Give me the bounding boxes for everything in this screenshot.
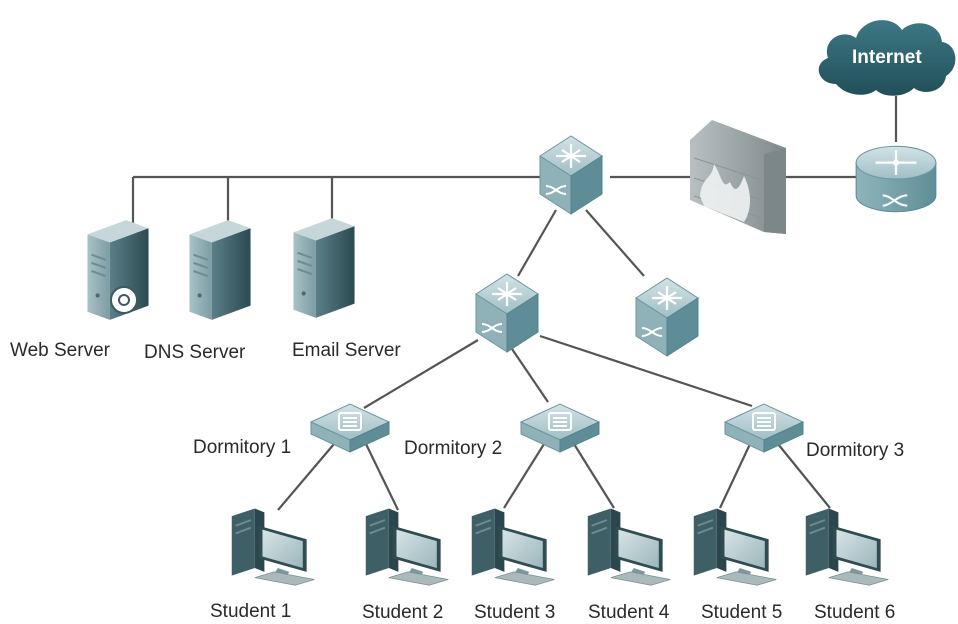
- cloud-icon: [818, 20, 956, 96]
- student-6-pc-icon: [804, 507, 890, 587]
- link-core-secondary: [585, 209, 645, 277]
- link-dorm1-student-2: [365, 443, 399, 511]
- student-1-pc-icon: [230, 507, 316, 587]
- student-2-label: Student 2: [362, 602, 444, 623]
- router-icon: [855, 145, 937, 213]
- firewall-icon: [690, 120, 786, 234]
- student-1-label: Student 1: [210, 601, 292, 622]
- link-agg-dormitory-1: [363, 339, 479, 409]
- student-5-pc-icon: [692, 507, 778, 587]
- web-server-label: Web Server: [10, 340, 110, 361]
- student-2-pc-icon: [364, 507, 450, 587]
- email-at-icon: [110, 286, 138, 314]
- student-3-label: Student 3: [474, 602, 556, 623]
- student-4-pc-icon: [586, 507, 672, 587]
- network-links: [131, 96, 898, 511]
- student-6-label: Student 6: [814, 602, 896, 623]
- student-5-label: Student 5: [701, 602, 783, 623]
- access-switch-dormitory-2-icon: [519, 402, 601, 454]
- link-core-aggregation: [517, 209, 557, 277]
- access-switch-dormitory-3-icon: [723, 402, 805, 454]
- aggregation-switch-icon: [474, 272, 540, 354]
- link-dorm2-student-3: [503, 443, 545, 509]
- link-agg-dormitory-3: [539, 334, 753, 408]
- link-dorm2-student-4: [573, 443, 615, 509]
- link-dorm1-student-1: [277, 443, 335, 511]
- secondary-switch-icon: [634, 276, 700, 358]
- link-agg-dormitory-2: [509, 345, 549, 403]
- dns-server-label: DNS Server: [144, 342, 246, 363]
- internet-label: Internet: [852, 47, 922, 68]
- student-4-label: Student 4: [588, 602, 670, 623]
- link-dorm3-student-6: [777, 443, 831, 509]
- link-dorm3-student-5: [719, 443, 751, 509]
- access-switch-dormitory-1-icon: [309, 402, 391, 454]
- dns-server-icon: [188, 219, 252, 321]
- core-switch-icon: [538, 134, 604, 216]
- student-3-pc-icon: [470, 507, 556, 587]
- dormitory-3-label: Dormitory 3: [806, 440, 905, 461]
- dormitory-1-label: Dormitory 1: [193, 437, 292, 458]
- email-server-label: Email Server: [292, 340, 401, 361]
- email-server-icon: [292, 217, 356, 319]
- dormitory-2-label: Dormitory 2: [404, 438, 503, 459]
